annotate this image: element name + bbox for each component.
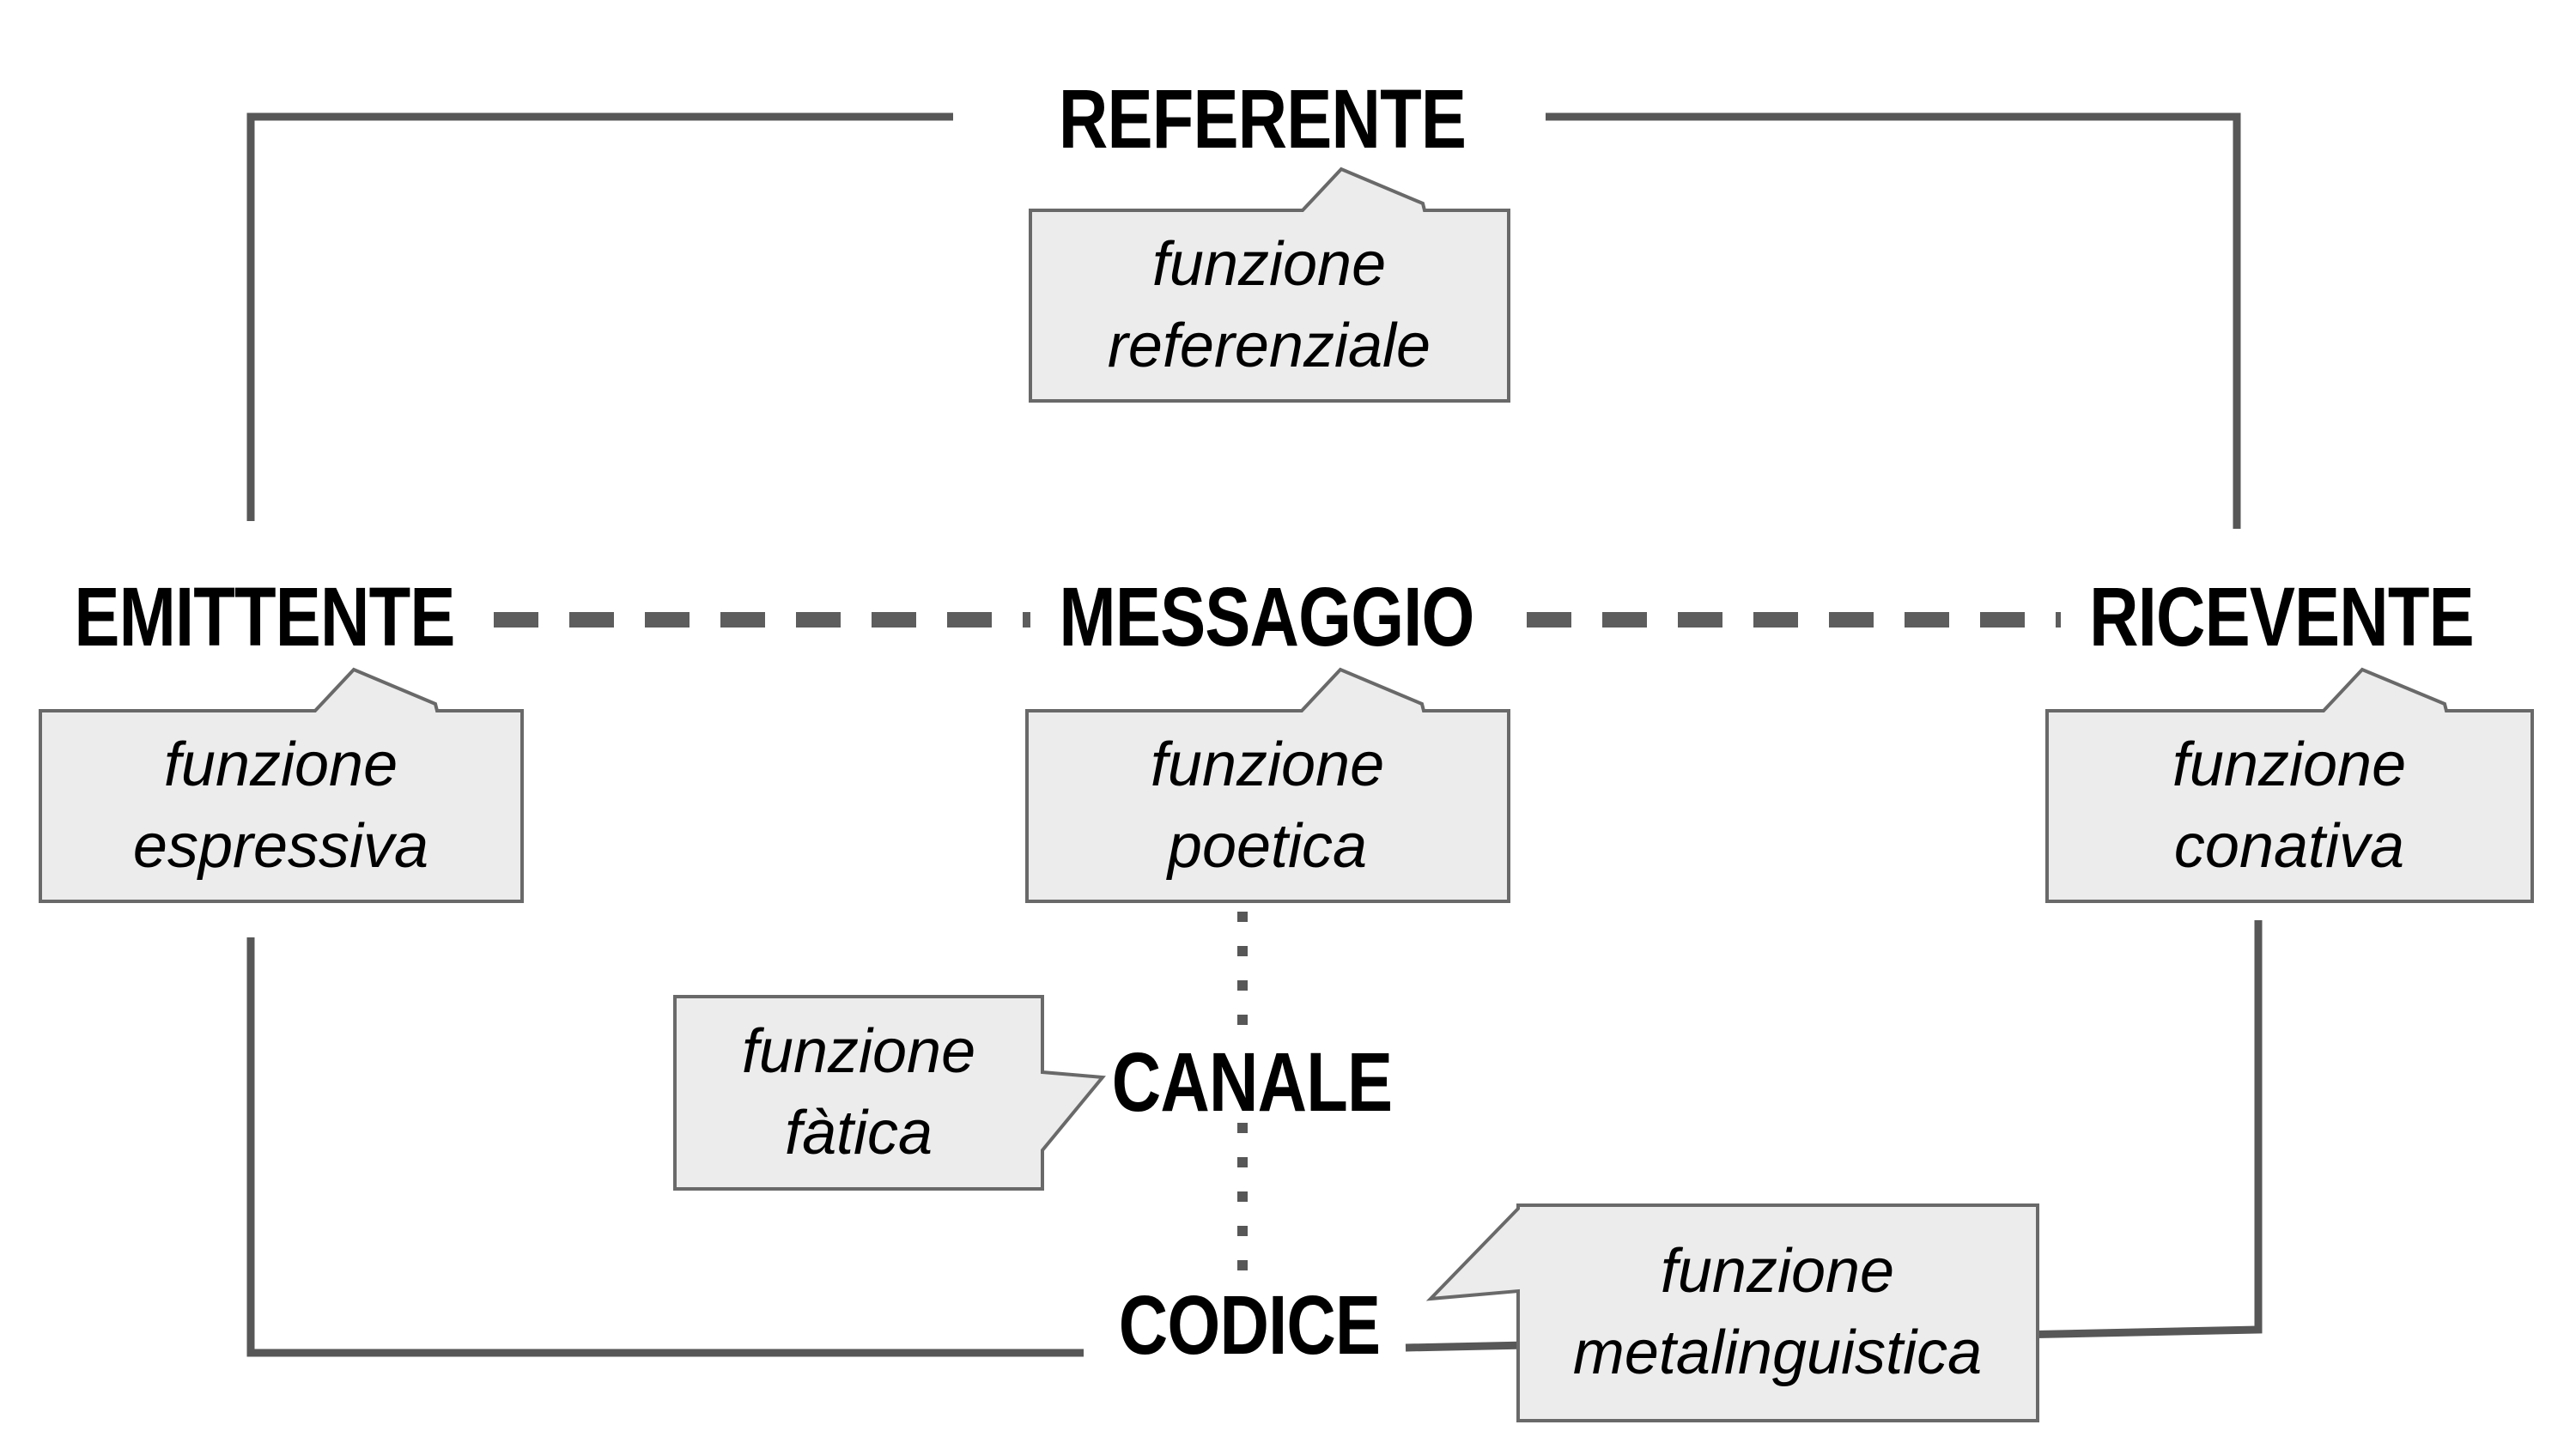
- node-label-ricevente: RICEVENTE: [2089, 570, 2475, 664]
- connector-emittente-codice: [246, 937, 1084, 1357]
- node-label-referente: REFERENTE: [1058, 72, 1467, 166]
- callout-shape-funzione-metalinguistica: [1425, 1203, 2039, 1422]
- callout-funzione-referenziale: funzione referenziale: [1108, 224, 1431, 387]
- callout-line: fàtica: [784, 1099, 933, 1168]
- callout-shape-funzione-fatica: [673, 995, 1106, 1191]
- callout-line: conativa: [2173, 812, 2405, 882]
- node-label-codice: CODICE: [1118, 1278, 1381, 1372]
- callout-shape-funzione-poetica: [1025, 667, 1510, 903]
- callout-funzione-poetica: funzione poetica: [1151, 724, 1384, 888]
- callout-shape-funzione-referenziale: [1029, 167, 1510, 403]
- callout-line: funzione: [741, 1017, 976, 1086]
- callout-funzione-conativa: funzione conativa: [2172, 724, 2406, 888]
- callout-line: funzione: [1150, 731, 1385, 799]
- callout-line: metalinguistica: [1572, 1319, 1983, 1388]
- connector-ricevente-referente: [1546, 112, 2241, 529]
- callout-line: funzione: [2172, 731, 2407, 799]
- callout-funzione-metalinguistica: funzione metalinguistica: [1573, 1231, 1982, 1394]
- callout-funzione-espressiva: funzione espressiva: [133, 724, 428, 888]
- callout-line: espressiva: [132, 812, 429, 882]
- callout-line: funzione: [1151, 230, 1387, 299]
- callout-shape-funzione-fatica-conativa: [2045, 667, 2534, 903]
- callout-line: referenziale: [1107, 312, 1431, 381]
- node-label-emittente: EMITTENTE: [74, 570, 455, 664]
- callout-line: funzione: [1660, 1237, 1895, 1306]
- callout-line: funzione: [163, 731, 398, 799]
- callout-funzione-fatica: funzione fàtica: [742, 1011, 975, 1174]
- callout-line: poetica: [1167, 812, 1368, 882]
- node-label-messaggio: MESSAGGIO: [1059, 570, 1474, 664]
- node-label-canale: CANALE: [1111, 1035, 1393, 1129]
- callout-shape-funzione-espressiva: [39, 667, 524, 903]
- connector-emittente-referente: [246, 112, 953, 521]
